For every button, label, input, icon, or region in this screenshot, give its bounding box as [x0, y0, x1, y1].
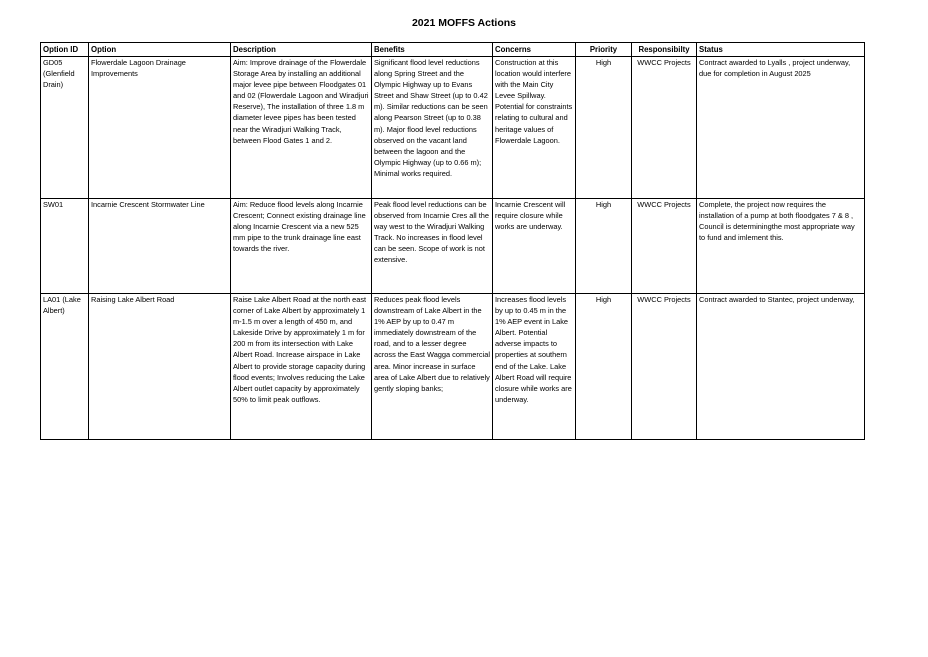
- header-benefits: Benefits: [371, 42, 493, 57]
- cell-responsibility: WWCC Projects: [631, 293, 697, 440]
- header-description: Description: [230, 42, 372, 57]
- header-concerns: Concerns: [492, 42, 576, 57]
- actions-table: Option ID Option Description Benefits Co…: [40, 42, 865, 440]
- table-row: LA01 (Lake Albert) Raising Lake Albert R…: [40, 293, 865, 440]
- cell-benefits: Reduces peak flood levels downstream of …: [371, 293, 493, 440]
- table-row: SW01 Incarnie Crescent Stormwater Line A…: [40, 198, 865, 294]
- page-title: 2021 MOFFS Actions: [411, 17, 517, 29]
- cell-option-id: GD05 (Glenfield Drain): [40, 56, 89, 199]
- header-option-id: Option ID: [40, 42, 89, 57]
- header-priority: Priority: [575, 42, 632, 57]
- cell-priority: High: [575, 198, 632, 294]
- cell-concerns: Increases flood levels by up to 0.45 m i…: [492, 293, 576, 440]
- cell-description: Aim: Improve drainage of the Flowerdale …: [230, 56, 372, 199]
- header-row: Option ID Option Description Benefits Co…: [40, 42, 865, 57]
- cell-description: Raise Lake Albert Road at the north east…: [230, 293, 372, 440]
- cell-concerns: Construction at this location would inte…: [492, 56, 576, 199]
- cell-option-id: SW01: [40, 198, 89, 294]
- cell-priority: High: [575, 293, 632, 440]
- cell-responsibility: WWCC Projects: [631, 56, 697, 199]
- cell-responsibility: WWCC Projects: [631, 198, 697, 294]
- header-responsibility: Responsibilty: [631, 42, 697, 57]
- cell-description: Aim: Reduce flood levels along Incarnie …: [230, 198, 372, 294]
- table-row: GD05 (Glenfield Drain) Flowerdale Lagoon…: [40, 56, 865, 199]
- cell-benefits: Peak flood level reductions can be obser…: [371, 198, 493, 294]
- cell-option: Raising Lake Albert Road: [88, 293, 231, 440]
- cell-benefits: Significant flood level reductions along…: [371, 56, 493, 199]
- cell-option-id: LA01 (Lake Albert): [40, 293, 89, 440]
- header-status: Status: [696, 42, 865, 57]
- cell-priority: High: [575, 56, 632, 199]
- cell-concerns: Incarnie Crescent will require closure w…: [492, 198, 576, 294]
- cell-option: Flowerdale Lagoon Drainage Improvements: [88, 56, 231, 199]
- header-option: Option: [88, 42, 231, 57]
- cell-status: Contract awarded to Lyalls , project und…: [696, 56, 865, 199]
- cell-status: Complete, the project now requires the i…: [696, 198, 865, 294]
- cell-option: Incarnie Crescent Stormwater Line: [88, 198, 231, 294]
- cell-status: Contract awarded to Stantec, project und…: [696, 293, 865, 440]
